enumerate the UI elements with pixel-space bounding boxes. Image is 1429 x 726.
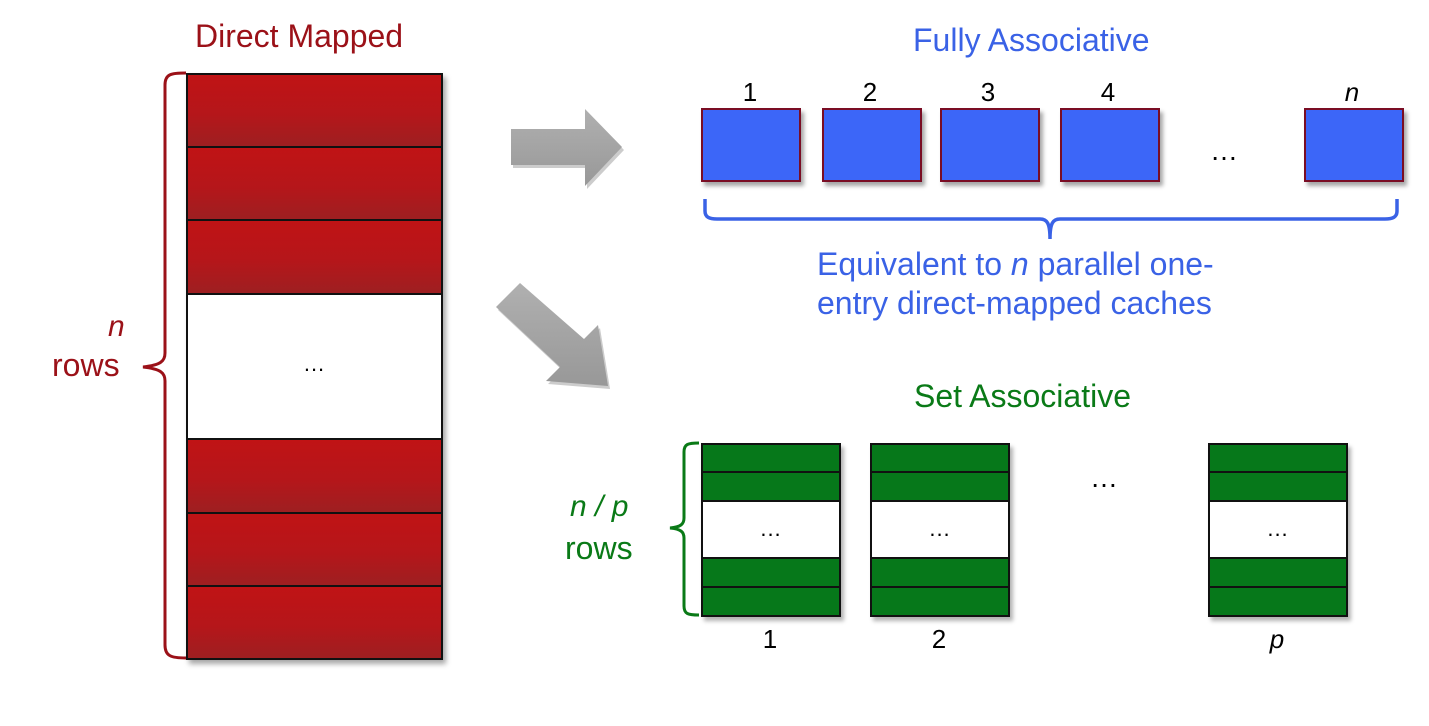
cache-row	[188, 440, 441, 514]
cache-row	[188, 148, 441, 221]
set-row	[703, 445, 839, 473]
set-associative-rows-label: rows	[565, 530, 633, 566]
cache-row	[188, 75, 441, 148]
direct-mapped-title: Direct Mapped	[195, 18, 404, 54]
entry-number: 3	[980, 77, 996, 107]
caption-text: parallel one-	[1028, 246, 1214, 282]
entry-number: n	[1344, 77, 1360, 107]
caption-text: Equivalent to	[817, 246, 1011, 282]
cache-entry	[940, 108, 1040, 182]
set-number: 2	[931, 624, 947, 654]
set-associative-np-label: n / p	[570, 490, 629, 523]
direct-mapped-rows-label: rows	[52, 347, 120, 383]
cache-entry	[822, 108, 922, 182]
direct-mapped-cache: ...	[186, 73, 443, 660]
cache-row	[188, 587, 441, 658]
direct-mapped-n-label: n	[108, 310, 125, 343]
caption-variable: n	[1010, 246, 1029, 282]
set-associative-brace	[669, 441, 700, 617]
set-row	[1210, 588, 1346, 615]
cache-set: ...	[870, 443, 1010, 617]
cache-row-ellipsis: ...	[188, 295, 441, 440]
fully-associative-caption: Equivalent to n parallel one- entry dire…	[817, 245, 1214, 323]
set-row	[872, 559, 1008, 588]
cache-set: ...	[701, 443, 841, 617]
set-associative-title: Set Associative	[914, 378, 1131, 414]
set-row-ellipsis: ...	[703, 502, 839, 559]
right-arrow-icon	[511, 109, 624, 189]
entry-number: 4	[1100, 77, 1116, 107]
set-row-ellipsis: ...	[872, 502, 1008, 559]
fully-associative-brace	[703, 199, 1399, 240]
ellipsis: ...	[929, 516, 951, 541]
set-row-ellipsis: ...	[1210, 502, 1346, 559]
caption-line-2: entry direct-mapped caches	[817, 285, 1212, 321]
set-row	[872, 445, 1008, 473]
set-number: 1	[762, 624, 778, 654]
set-row	[1210, 445, 1346, 473]
ellipsis: ...	[760, 516, 782, 541]
direct-mapped-brace	[142, 71, 187, 660]
entry-number: 2	[862, 77, 878, 107]
set-row	[703, 559, 839, 588]
cache-entry	[1060, 108, 1160, 182]
set-row	[872, 588, 1008, 615]
cache-row	[188, 221, 441, 295]
caption-line-1: Equivalent to n parallel one-	[817, 245, 1214, 284]
set-number: p	[1269, 624, 1285, 654]
set-row	[703, 473, 839, 502]
set-row	[872, 473, 1008, 502]
cache-entry	[701, 108, 801, 182]
set-row	[1210, 559, 1346, 588]
entry-number: 1	[742, 77, 758, 107]
set-row	[1210, 473, 1346, 502]
down-right-arrow-icon	[496, 283, 610, 389]
fully-associative-title: Fully Associative	[913, 22, 1150, 58]
ellipsis: …	[1210, 135, 1238, 166]
ellipsis: ...	[1267, 516, 1289, 541]
ellipsis: …	[1090, 462, 1118, 493]
set-row	[703, 588, 839, 615]
ellipsis: ...	[303, 351, 326, 376]
cache-row	[188, 514, 441, 587]
cache-entry	[1304, 108, 1404, 182]
cache-set: ...	[1208, 443, 1348, 617]
